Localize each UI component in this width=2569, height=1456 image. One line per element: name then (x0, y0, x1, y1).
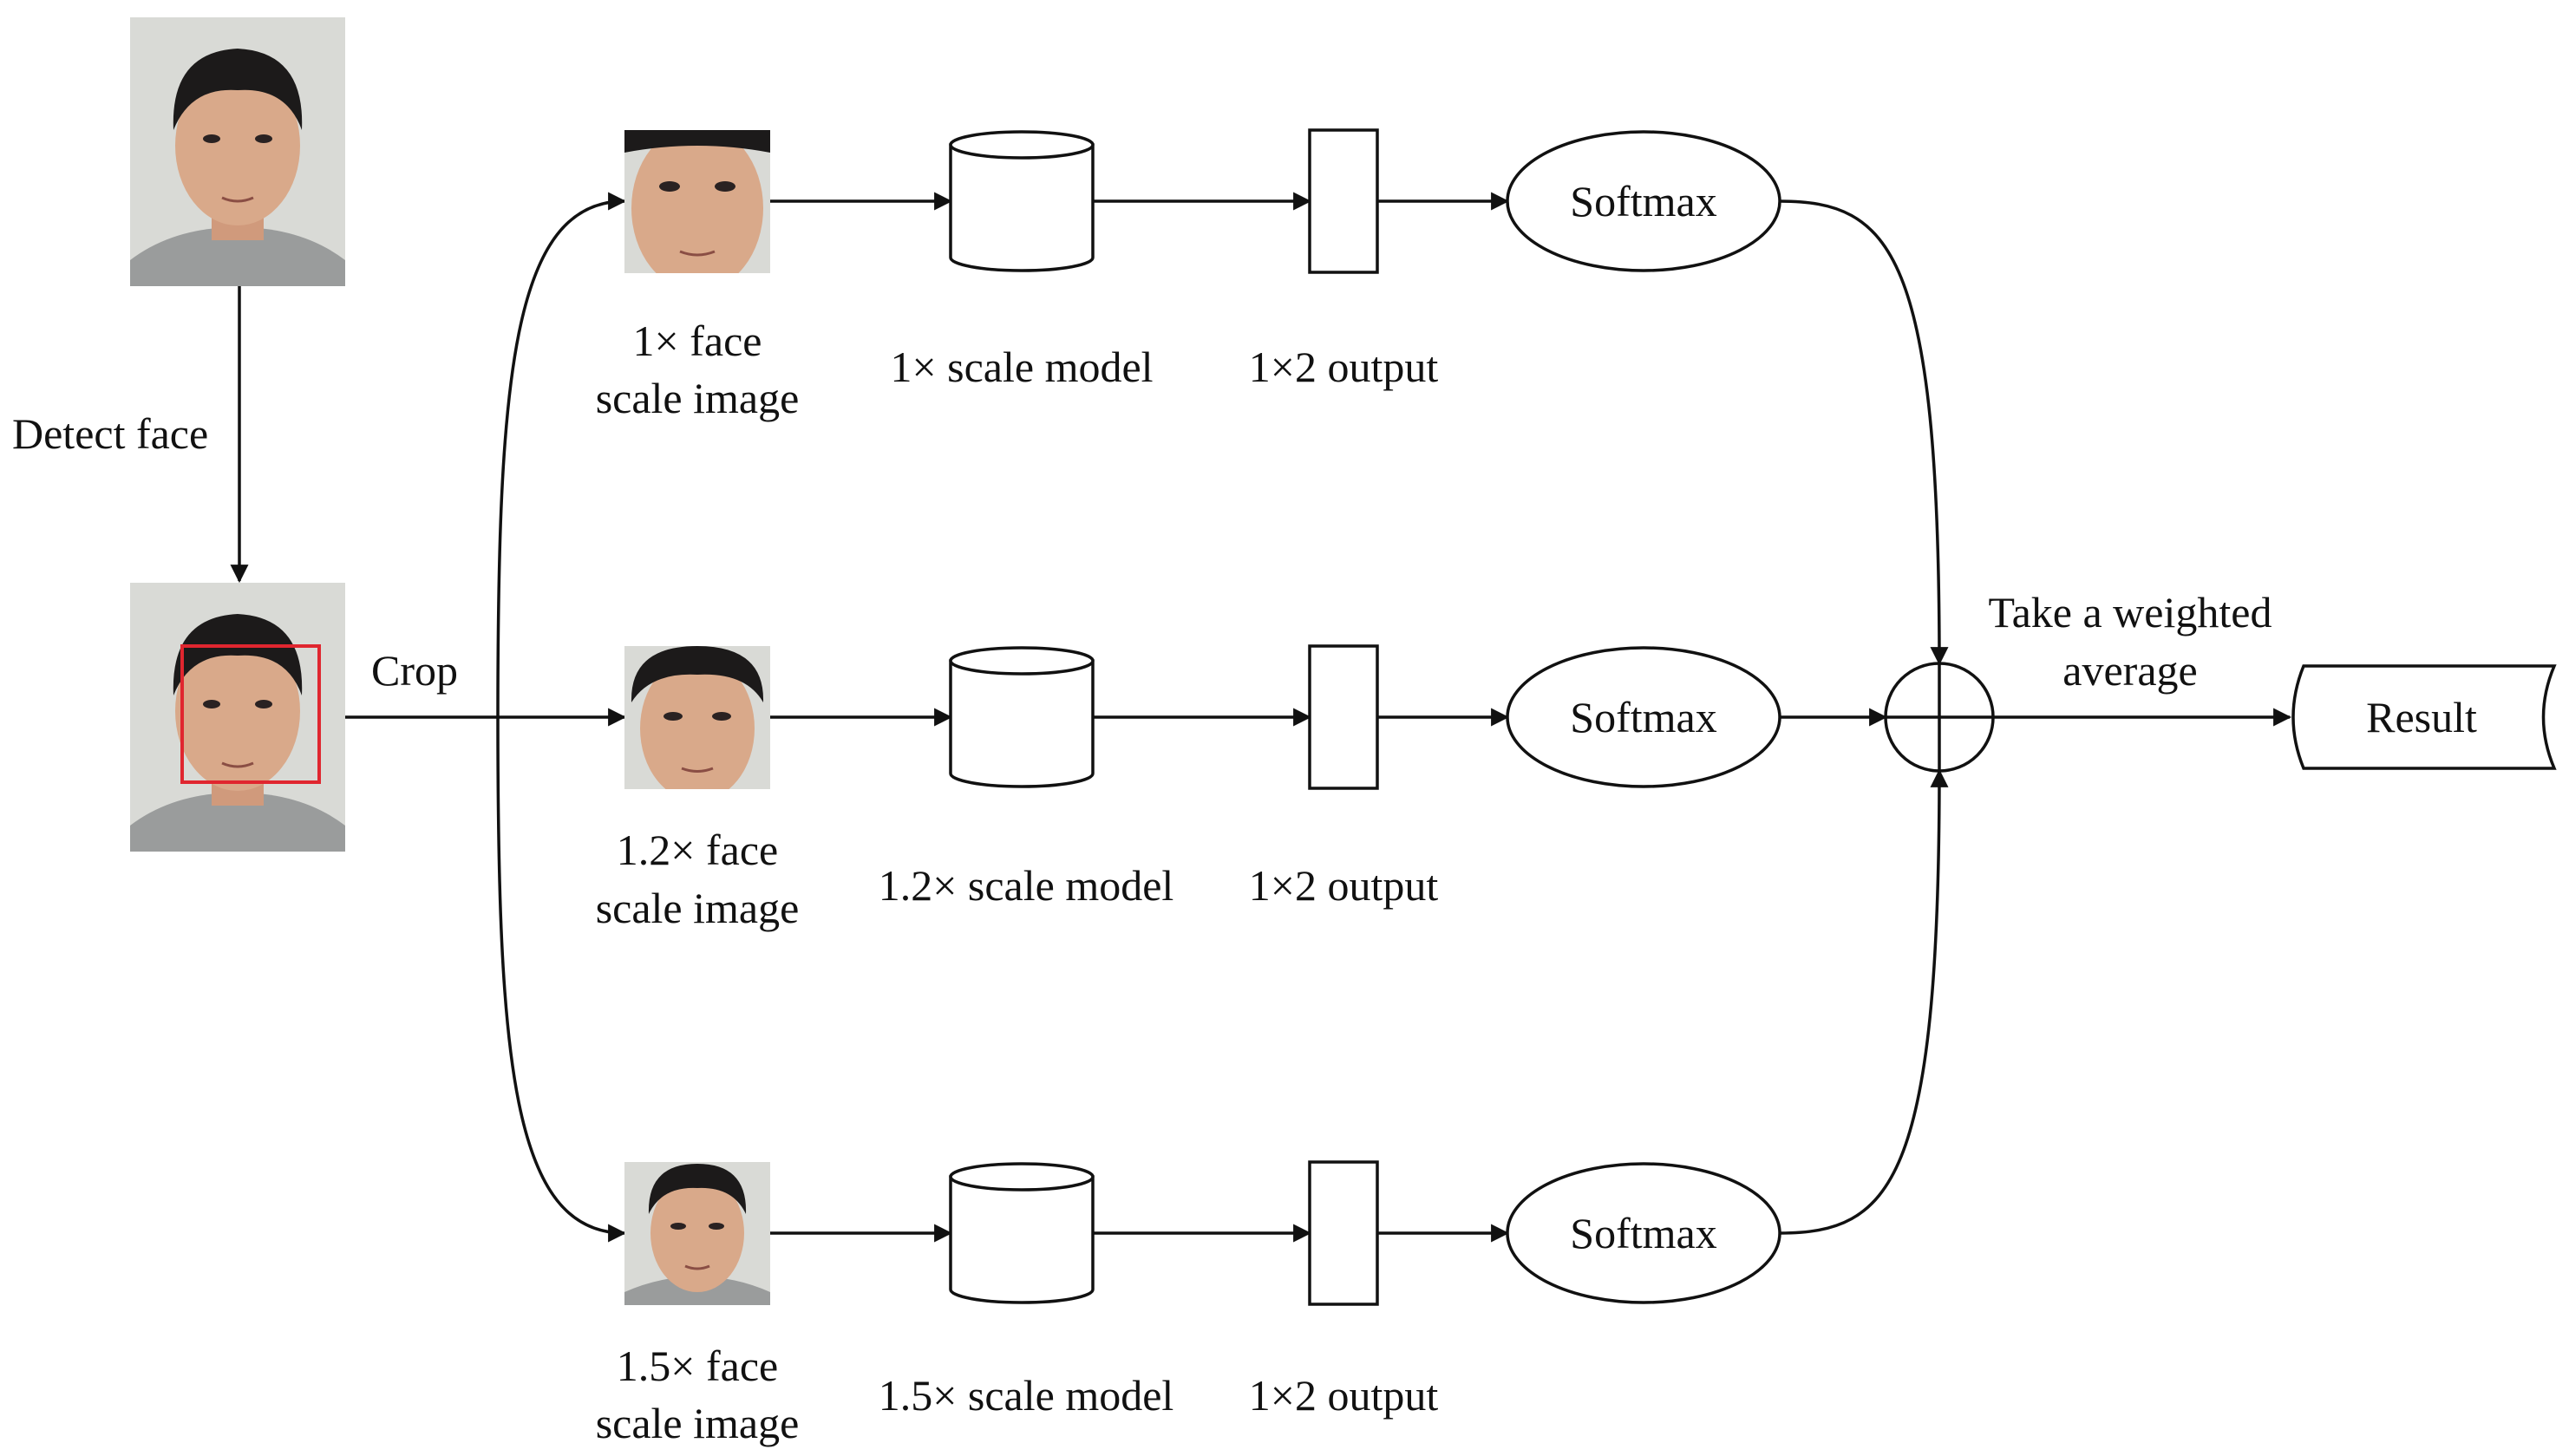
branch-1x: 1× face scale image 1× scale model 1×2 o… (596, 128, 1781, 422)
face-crop-1x-label-line2: scale image (596, 374, 800, 422)
face-crop-1-2x-label-line1: 1.2× face (617, 826, 778, 874)
crop-to-branch3-curve (496, 716, 627, 1243)
output-1-2x-label: 1×2 output (1249, 861, 1439, 910)
softmax-1-2x-label: Softmax (1570, 693, 1716, 741)
scale-model-1-2x-label: 1.2× scale model (879, 861, 1174, 910)
scale-model-1-5x-cylinder (949, 1162, 1095, 1304)
face-crop-1-2x-label-line2: scale image (596, 884, 800, 932)
weighted-sum-node (1884, 662, 1995, 773)
output-1-2x-box (1308, 644, 1379, 790)
result-label: Result (2366, 693, 2477, 741)
face-crop-1x-image (624, 130, 770, 273)
softmax-1-5x-label: Softmax (1570, 1209, 1716, 1257)
crop-to-branch1-curve (496, 192, 627, 718)
input-face-photo (130, 17, 345, 286)
output-1-5x-box (1308, 1160, 1379, 1306)
weighted-average-label-line2: average (2062, 646, 2197, 695)
weighted-average-label-line1: Take a weighted (1989, 588, 2272, 637)
face-crop-1-5x-label-line2: scale image (596, 1399, 800, 1447)
face-crop-1x-label-line1: 1× face (633, 317, 762, 365)
scale-model-1-5x-label: 1.5× scale model (879, 1371, 1174, 1420)
scale-model-1x-cylinder (949, 130, 1095, 272)
output-1-5x-label: 1×2 output (1249, 1371, 1439, 1420)
softmax-1-5x-to-sum-curve (1779, 768, 1949, 1235)
face-detection-box (180, 644, 321, 784)
face-crop-1-2x-image (624, 646, 770, 789)
detect-face-label: Detect face (12, 409, 208, 458)
branch-1-2x: 1.2× face scale image 1.2× scale model 1… (596, 644, 1781, 932)
branch-1-5x: 1.5× face scale image 1.5× scale model 1… (596, 1160, 1781, 1447)
scale-model-1-2x-cylinder (949, 646, 1095, 788)
crop-label: Crop (371, 646, 458, 695)
softmax-1x-to-sum-curve (1779, 199, 1949, 666)
result-terminal-shape (2291, 664, 2557, 770)
face-crop-1-5x-label-line1: 1.5× face (617, 1342, 778, 1390)
face-crop-1-5x-image (624, 1162, 770, 1305)
detected-face-photo (130, 583, 345, 852)
output-1x-label: 1×2 output (1249, 343, 1439, 391)
scale-model-1x-label: 1× scale model (890, 343, 1153, 391)
output-1x-box (1308, 128, 1379, 274)
softmax-1x-label: Softmax (1570, 177, 1716, 225)
